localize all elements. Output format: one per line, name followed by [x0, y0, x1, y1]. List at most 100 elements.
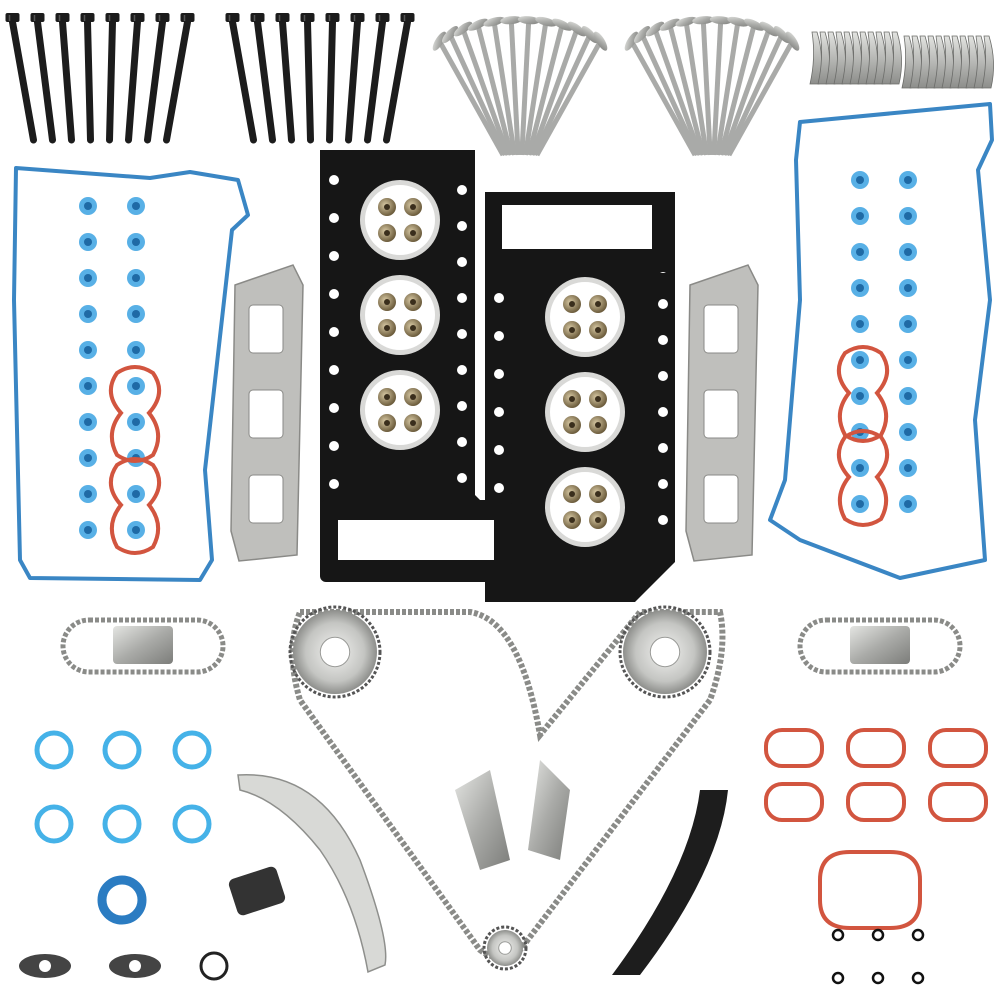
head-gaskets-group: [320, 150, 675, 602]
bearing-shells-group: [809, 31, 994, 89]
sprocket-icon: [288, 605, 382, 699]
valve-stem-seal-icon: [899, 315, 917, 333]
o-ring-icon: [911, 971, 925, 985]
chain-guide-icon: [528, 760, 570, 860]
head-bolts-group: [5, 13, 415, 144]
o-ring-icon: [172, 804, 212, 844]
valve-icon: [534, 31, 608, 157]
valve-stem-seal-icon: [899, 171, 917, 189]
intake-gasket-icon: [846, 782, 906, 822]
valve-stem-seal-icon: [79, 341, 97, 359]
valve-stem-seal-icon: [127, 485, 145, 503]
valve-stem-seal-icon: [899, 459, 917, 477]
chain-tensioner-icon: [113, 626, 173, 664]
head-bolt-icon: [55, 13, 75, 144]
intake-gasket-icon: [764, 728, 824, 768]
valve-stem-seal-icon: [851, 351, 869, 369]
head-bolt-icon: [80, 13, 95, 144]
bearing-shell-stack-1: [809, 31, 902, 85]
chain-tensioner-1: [60, 617, 226, 675]
valve-stem-seal-icon: [79, 305, 97, 323]
valve-icon: [526, 18, 573, 156]
valve-icon: [517, 16, 540, 156]
valve-icon: [634, 26, 700, 157]
head-bolt-fan-1: [5, 13, 195, 144]
o-ring-icon: [831, 971, 845, 985]
valve-stem-seal-icon: [851, 171, 869, 189]
chain-guide-icon: [612, 790, 728, 975]
timing-chain-group: [60, 605, 963, 975]
valve-icon: [721, 21, 779, 156]
valve-icon: [442, 26, 508, 157]
valve-stem-seal-icon: [851, 315, 869, 333]
o-ring-icon: [34, 804, 74, 844]
valve-stem-seal-icon: [851, 243, 869, 261]
chain-guide-icon: [455, 770, 510, 870]
head-bolt-icon: [225, 13, 257, 144]
intake-gasket-icon: [846, 728, 906, 768]
valve-stem-seal-icon: [79, 197, 97, 215]
valve-stem-seal-icon: [79, 485, 97, 503]
head-bolt-icon: [300, 13, 315, 144]
valve-icon: [483, 16, 518, 156]
valve-fan-2: [624, 16, 800, 157]
valve-stem-seal-icon: [851, 279, 869, 297]
exhaust-manifold-gasket-1: [230, 264, 304, 562]
head-bolt-icon: [125, 13, 145, 144]
head-bolt-icon: [163, 13, 195, 144]
valve-icon: [432, 31, 506, 157]
valve-stem-seal-icon: [79, 521, 97, 539]
valve-stem-seal-icon: [851, 207, 869, 225]
valve-cover-gasket-2: [768, 102, 994, 580]
o-ring-icon: [831, 928, 845, 942]
valve-stem-seal-icon: [851, 387, 869, 405]
intake-gasket-icon: [109, 365, 161, 463]
head-gasket-2: [485, 192, 675, 602]
head-bolt-icon: [105, 13, 120, 144]
head-gasket-1: [320, 150, 513, 533]
o-ring-icon: [102, 804, 142, 844]
small-parts-group: [19, 728, 988, 985]
o-ring-icon: [871, 971, 885, 985]
exhaust-manifold-gaskets-group: [230, 264, 759, 562]
intake-gasket-icon: [818, 850, 922, 930]
head-bolt-fan-2: [225, 13, 415, 144]
o-ring-icon: [199, 951, 229, 981]
head-bolt-icon: [250, 13, 276, 144]
intake-gasket-icon: [928, 782, 988, 822]
valve-cover-gasket-1: [12, 166, 250, 582]
valve-icon: [453, 21, 511, 156]
timing-chain-icon: [60, 617, 226, 675]
intake-gasket-icon: [109, 457, 161, 555]
valve-stem-seal-icon: [899, 423, 917, 441]
valve-stem-seal-icon: [127, 521, 145, 539]
valve-cover-gasket-icon: [12, 166, 250, 582]
valve-icon: [624, 31, 698, 157]
valve-cover-gaskets-group: [12, 102, 994, 582]
valve-icon: [724, 26, 790, 157]
exhaust-manifold-gasket-icon: [19, 954, 71, 978]
valve-icon: [522, 16, 557, 156]
valve-icon: [718, 18, 765, 156]
valve-icon: [714, 16, 749, 156]
bearing-shell-icon: [889, 31, 902, 85]
bearing-shell-icon: [981, 35, 994, 89]
bearing-shell-stack-2: [901, 35, 994, 89]
head-bolt-icon: [5, 13, 37, 144]
head-gasket-tab-cutout: [338, 520, 494, 560]
valve-fan-1: [432, 16, 608, 157]
valve-stem-seal-icon: [899, 279, 917, 297]
head-bolt-icon: [345, 13, 365, 144]
valve-stem-seal-icon: [899, 495, 917, 513]
valve-stem-seal-icon: [899, 207, 917, 225]
valve-stem-seal-icon: [127, 341, 145, 359]
timing-chain-icon: [797, 617, 963, 675]
valve-icon: [692, 16, 715, 156]
head-bolt-icon: [383, 13, 415, 144]
chain-tensioner-icon: [850, 626, 910, 664]
valve-icon: [500, 16, 523, 156]
o-ring-icon: [911, 928, 925, 942]
valve-icon: [529, 21, 587, 156]
